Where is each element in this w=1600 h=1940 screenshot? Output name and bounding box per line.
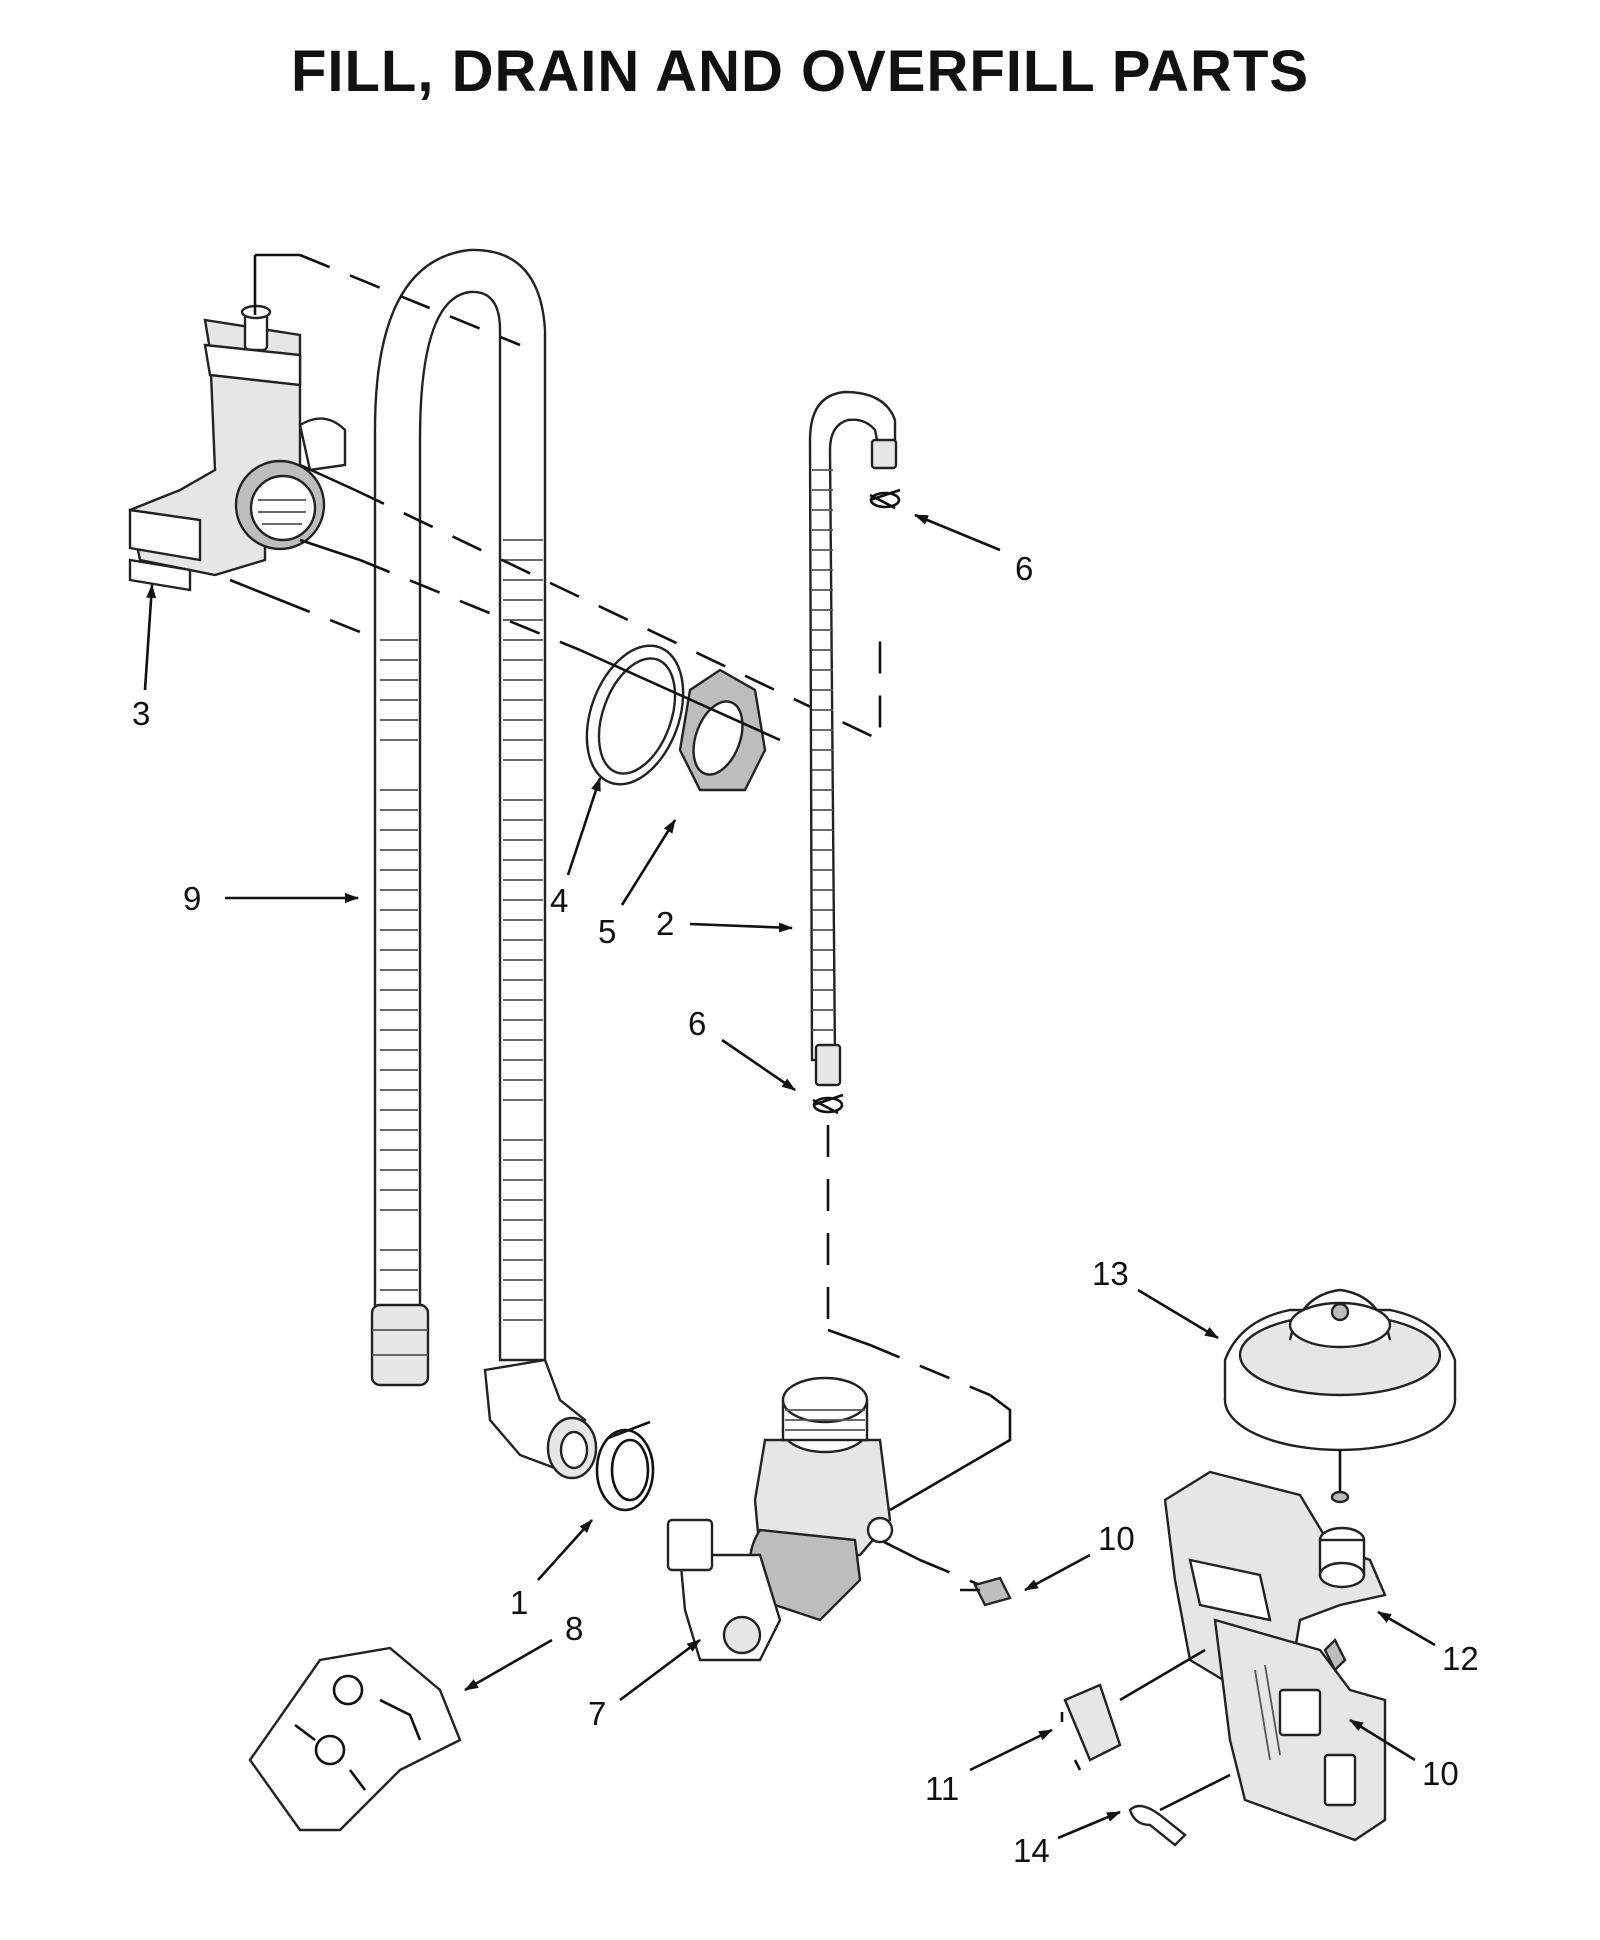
alignment-lines-top bbox=[229, 253, 882, 743]
svg-text:10: 10 bbox=[1098, 1520, 1135, 1557]
callout-13: 13 bbox=[1092, 1255, 1219, 1340]
callout-2: 2 bbox=[656, 905, 793, 942]
part-11-switch bbox=[1060, 1648, 1206, 1771]
svg-text:14: 14 bbox=[1013, 1832, 1050, 1869]
part-10-screw-valve bbox=[960, 1576, 1012, 1607]
callout-10-top: 10 bbox=[1024, 1520, 1135, 1592]
callout-7: 7 bbox=[588, 1638, 701, 1732]
svg-text:10: 10 bbox=[1422, 1755, 1459, 1792]
svg-text:4: 4 bbox=[550, 882, 568, 919]
callout-3: 3 bbox=[132, 584, 157, 732]
svg-text:11: 11 bbox=[925, 1770, 959, 1807]
part-5-nut bbox=[678, 668, 767, 792]
callout-1: 1 bbox=[510, 1519, 593, 1621]
svg-text:6: 6 bbox=[1015, 550, 1033, 587]
part-3-vent-bracket bbox=[128, 304, 347, 592]
svg-text:3: 3 bbox=[132, 695, 150, 732]
part-6-clamp-bottom bbox=[812, 1093, 844, 1115]
alignment-lines-valve bbox=[826, 1125, 1012, 1587]
callout-9: 9 bbox=[183, 880, 359, 917]
callout-4: 4 bbox=[550, 777, 602, 919]
callout-14: 14 bbox=[1013, 1810, 1121, 1869]
svg-text:2: 2 bbox=[656, 905, 674, 942]
part-13-float bbox=[1223, 1288, 1457, 1504]
part-9-drain-hose bbox=[370, 248, 598, 1480]
svg-text:12: 12 bbox=[1442, 1640, 1479, 1677]
callout-6-top: 6 bbox=[914, 513, 1033, 587]
svg-text:8: 8 bbox=[565, 1610, 583, 1647]
callout-12: 12 bbox=[1377, 1610, 1479, 1677]
callout-5: 5 bbox=[598, 819, 677, 950]
part-8-parts-bag bbox=[248, 1646, 462, 1832]
part-7-inlet-valve bbox=[666, 1376, 894, 1662]
svg-text:13: 13 bbox=[1092, 1255, 1129, 1292]
part-6-clamp-top bbox=[869, 488, 901, 510]
svg-text:7: 7 bbox=[588, 1695, 606, 1732]
diagram-title: FILL, DRAIN AND OVERFILL PARTS bbox=[290, 39, 1310, 104]
svg-text:5: 5 bbox=[598, 913, 616, 950]
svg-text:9: 9 bbox=[183, 880, 201, 917]
part-4-gasket bbox=[585, 644, 685, 786]
callout-8: 8 bbox=[464, 1610, 583, 1692]
part-10-bracket-plate bbox=[1213, 1618, 1387, 1842]
part-2-fill-hose bbox=[808, 390, 898, 1087]
part-14-lever bbox=[1128, 1773, 1231, 1847]
svg-text:1: 1 bbox=[510, 1584, 528, 1621]
callout-11: 11 bbox=[925, 1728, 1053, 1807]
callout-6-bottom: 6 bbox=[688, 1005, 796, 1092]
callout-10-bottom: 10 bbox=[1349, 1718, 1459, 1792]
svg-text:6: 6 bbox=[688, 1005, 706, 1042]
part-1-hose-clamp bbox=[595, 1420, 655, 1512]
